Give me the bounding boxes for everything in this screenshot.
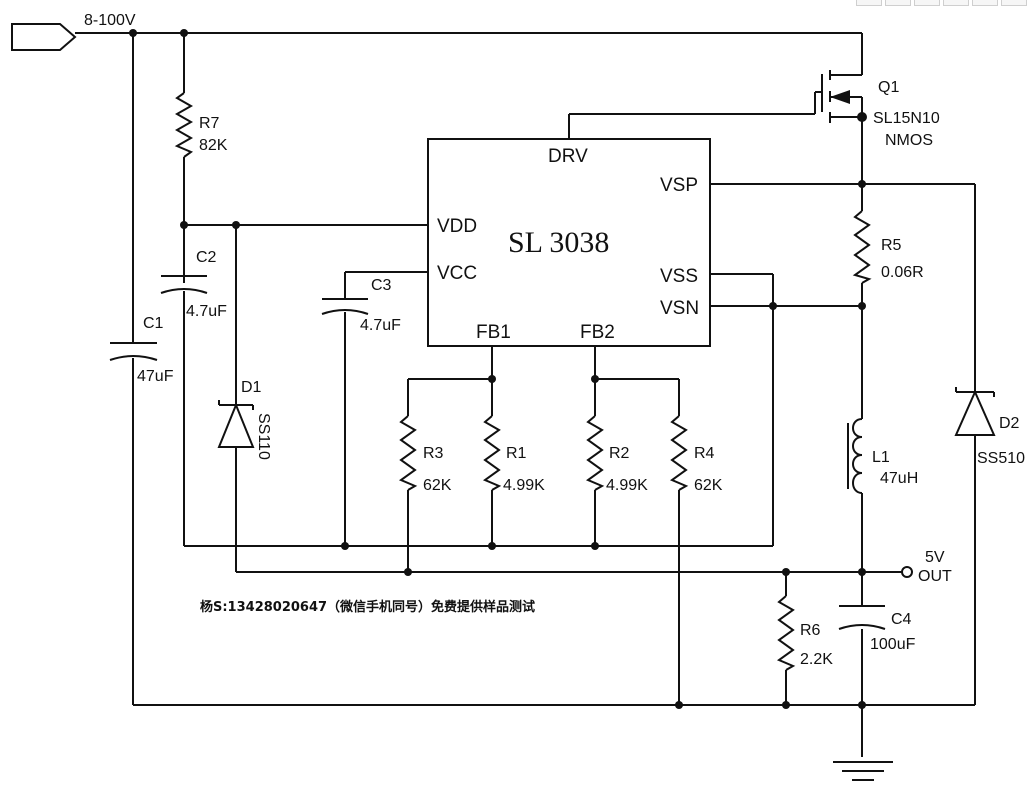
c3-value: 4.7uF xyxy=(360,317,401,334)
c1-plate-bottom xyxy=(109,355,158,361)
d1-part: SS110 xyxy=(255,413,272,460)
output-label: OUT xyxy=(918,568,952,585)
ic-body xyxy=(427,138,711,347)
r1-value: 4.99K xyxy=(503,477,545,494)
q1-ref: Q1 xyxy=(878,79,899,96)
r7-value: 82K xyxy=(199,137,228,154)
output-terminal xyxy=(901,566,913,578)
viewer-toolbar xyxy=(856,0,1027,6)
pin-vcc: VCC xyxy=(437,263,477,284)
r3-zigzag xyxy=(398,415,418,491)
r3-value: 62K xyxy=(423,477,452,494)
pin-fb1: FB1 xyxy=(476,322,511,343)
q1-arrow xyxy=(830,90,850,104)
c2-ref: C2 xyxy=(196,249,217,266)
l1-coils xyxy=(852,418,863,494)
r5-value: 0.06R xyxy=(881,264,924,281)
r5-zigzag xyxy=(852,210,872,284)
r2-value: 4.99K xyxy=(606,477,648,494)
c2-value: 4.7uF xyxy=(186,303,227,320)
c3-plate-bottom xyxy=(321,309,369,315)
c1-value: 47uF xyxy=(137,368,174,385)
output-voltage: 5V xyxy=(925,549,945,566)
pin-vsp: VSP xyxy=(660,175,698,196)
r4-value: 62K xyxy=(694,477,723,494)
contact-note: 杨S:13428020647（微信手机同号）免费提供样品测试 xyxy=(200,599,535,615)
r5-ref: R5 xyxy=(881,237,902,254)
c1-ref: C1 xyxy=(143,315,164,332)
c2-plate-bottom xyxy=(160,288,208,294)
fullscreen-button[interactable] xyxy=(914,0,940,6)
q1-type: NMOS xyxy=(885,132,933,149)
d2-ref: D2 xyxy=(999,415,1020,432)
junction-dots xyxy=(129,29,867,709)
r7-ref: R7 xyxy=(199,115,220,132)
pin-vdd: VDD xyxy=(437,216,477,237)
print-button[interactable] xyxy=(943,0,969,6)
share-button[interactable] xyxy=(1001,0,1027,6)
c4-ref: C4 xyxy=(891,611,912,628)
d1-triangle xyxy=(217,402,255,448)
r4-ref: R4 xyxy=(694,445,715,462)
ic-name: SL 3038 xyxy=(508,226,609,259)
r7-zigzag xyxy=(174,92,194,158)
pin-vsn: VSN xyxy=(660,298,699,319)
l1-ref: L1 xyxy=(872,449,890,466)
input-voltage-label: 8-100V xyxy=(84,12,136,29)
r2-zigzag xyxy=(585,415,605,491)
zoom-button[interactable] xyxy=(856,0,882,6)
input-connector xyxy=(11,23,77,51)
pin-vss: VSS xyxy=(660,266,698,287)
copy-button[interactable] xyxy=(972,0,998,6)
d2-part: SS510 xyxy=(977,450,1025,467)
q1-part: SL15N10 xyxy=(873,110,940,127)
r6-zigzag xyxy=(776,595,796,671)
wires xyxy=(11,23,976,781)
l1-value: 47uH xyxy=(880,470,918,487)
r6-ref: R6 xyxy=(800,622,821,639)
c4-value: 100uF xyxy=(870,636,916,653)
d2-triangle xyxy=(954,389,996,436)
r6-value: 2.2K xyxy=(800,651,833,668)
r4-zigzag xyxy=(669,415,689,491)
d1-ref: D1 xyxy=(241,379,262,396)
c4-plate-bottom xyxy=(838,624,886,630)
r1-ref: R1 xyxy=(506,445,527,462)
c3-ref: C3 xyxy=(371,277,392,294)
pin-drv: DRV xyxy=(548,146,588,167)
r3-ref: R3 xyxy=(423,445,444,462)
download-button[interactable] xyxy=(885,0,911,6)
r2-ref: R2 xyxy=(609,445,630,462)
r1-zigzag xyxy=(482,415,502,491)
pin-fb2: FB2 xyxy=(580,322,615,343)
